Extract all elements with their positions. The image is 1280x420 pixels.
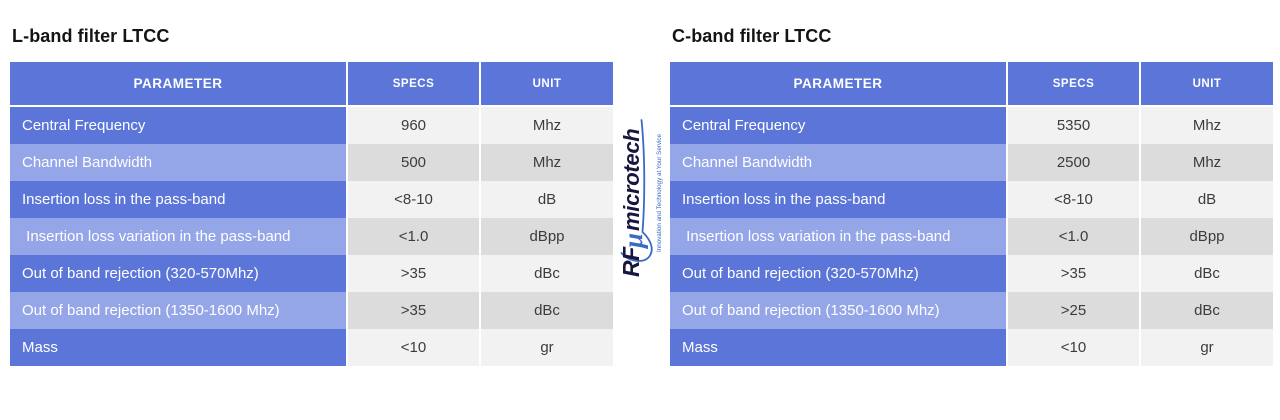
logo-swoosh <box>620 119 653 262</box>
table-cell-parameter: Insertion loss variation in the pass-ban… <box>10 218 346 255</box>
table-cell-unit: dBc <box>1141 292 1273 329</box>
table-cell-specs: >35 <box>1008 255 1139 292</box>
column-header-specs: SPECS <box>1008 62 1139 105</box>
table-cell-parameter: Central Frequency <box>10 107 346 144</box>
table-cell-unit: gr <box>481 329 613 366</box>
table-cell-parameter: Mass <box>10 329 346 366</box>
table-cell-unit: Mhz <box>1141 144 1273 181</box>
table-cell-unit: dBc <box>481 292 613 329</box>
table-cell-parameter: Out of band rejection (1350-1600 Mhz) <box>670 292 1006 329</box>
rf-microtech-logo-graphic: RF μ microtech Innovation and Technology… <box>618 119 663 277</box>
c-band-table-body: Central Frequency 5350 Mhz Channel Bandw… <box>670 107 1273 366</box>
column-header-specs: SPECS <box>348 62 479 105</box>
table-cell-parameter: Insertion loss in the pass-band <box>10 181 346 218</box>
table-cell-specs: 2500 <box>1008 144 1139 181</box>
rf-microtech-logo: RF μ microtech Innovation and Technology… <box>612 113 668 288</box>
table-cell-specs: >35 <box>348 292 479 329</box>
table-cell-specs: >35 <box>348 255 479 292</box>
table-cell-unit: Mhz <box>481 107 613 144</box>
table-cell-unit: dB <box>481 181 613 218</box>
table-cell-unit: Mhz <box>481 144 613 181</box>
table-cell-specs: <8-10 <box>1008 181 1139 218</box>
table-cell-specs: <1.0 <box>348 218 479 255</box>
table-cell-unit: dBpp <box>1141 218 1273 255</box>
c-band-table-header: PARAMETER SPECS UNIT <box>670 62 1273 105</box>
table-cell-parameter: Insertion loss variation in the pass-ban… <box>670 218 1006 255</box>
l-band-filter-table: L-band filter LTCC PARAMETER SPECS UNIT … <box>10 26 613 366</box>
table-cell-specs: <1.0 <box>1008 218 1139 255</box>
table-cell-unit: dBc <box>1141 255 1273 292</box>
table-cell-parameter: Central Frequency <box>670 107 1006 144</box>
table-cell-specs: <10 <box>348 329 479 366</box>
logo-text-rf: RF <box>618 246 644 277</box>
logo-text-microtech: microtech <box>619 129 644 231</box>
c-band-table-title: C-band filter LTCC <box>672 26 832 46</box>
table-cell-specs: <8-10 <box>348 181 479 218</box>
table-cell-unit: gr <box>1141 329 1273 366</box>
table-cell-unit: dBpp <box>481 218 613 255</box>
l-band-table-header: PARAMETER SPECS UNIT <box>10 62 613 105</box>
table-cell-specs: 500 <box>348 144 479 181</box>
table-cell-parameter: Channel Bandwidth <box>10 144 346 181</box>
table-cell-specs: 960 <box>348 107 479 144</box>
table-cell-specs: <10 <box>1008 329 1139 366</box>
table-cell-parameter: Channel Bandwidth <box>670 144 1006 181</box>
table-cell-parameter: Mass <box>670 329 1006 366</box>
table-cell-specs: >25 <box>1008 292 1139 329</box>
table-cell-unit: dB <box>1141 181 1273 218</box>
table-cell-unit: Mhz <box>1141 107 1273 144</box>
table-cell-parameter: Out of band rejection (1350-1600 Mhz) <box>10 292 346 329</box>
logo-text-mu: μ <box>618 233 648 250</box>
table-cell-parameter: Out of band rejection (320-570Mhz) <box>10 255 346 292</box>
table-cell-parameter: Out of band rejection (320-570Mhz) <box>670 255 1006 292</box>
l-band-table-title: L-band filter LTCC <box>12 26 170 46</box>
l-band-table-body: Central Frequency 960 Mhz Channel Bandwi… <box>10 107 613 366</box>
column-header-unit: UNIT <box>481 62 613 105</box>
c-band-filter-table: C-band filter LTCC PARAMETER SPECS UNIT … <box>670 26 1273 366</box>
logo-tagline: Innovation and Technology at Your Servic… <box>656 134 663 252</box>
column-header-unit: UNIT <box>1141 62 1273 105</box>
table-cell-unit: dBc <box>481 255 613 292</box>
column-header-parameter: PARAMETER <box>10 62 346 105</box>
table-cell-parameter: Insertion loss in the pass-band <box>670 181 1006 218</box>
column-header-parameter: PARAMETER <box>670 62 1006 105</box>
table-cell-specs: 5350 <box>1008 107 1139 144</box>
